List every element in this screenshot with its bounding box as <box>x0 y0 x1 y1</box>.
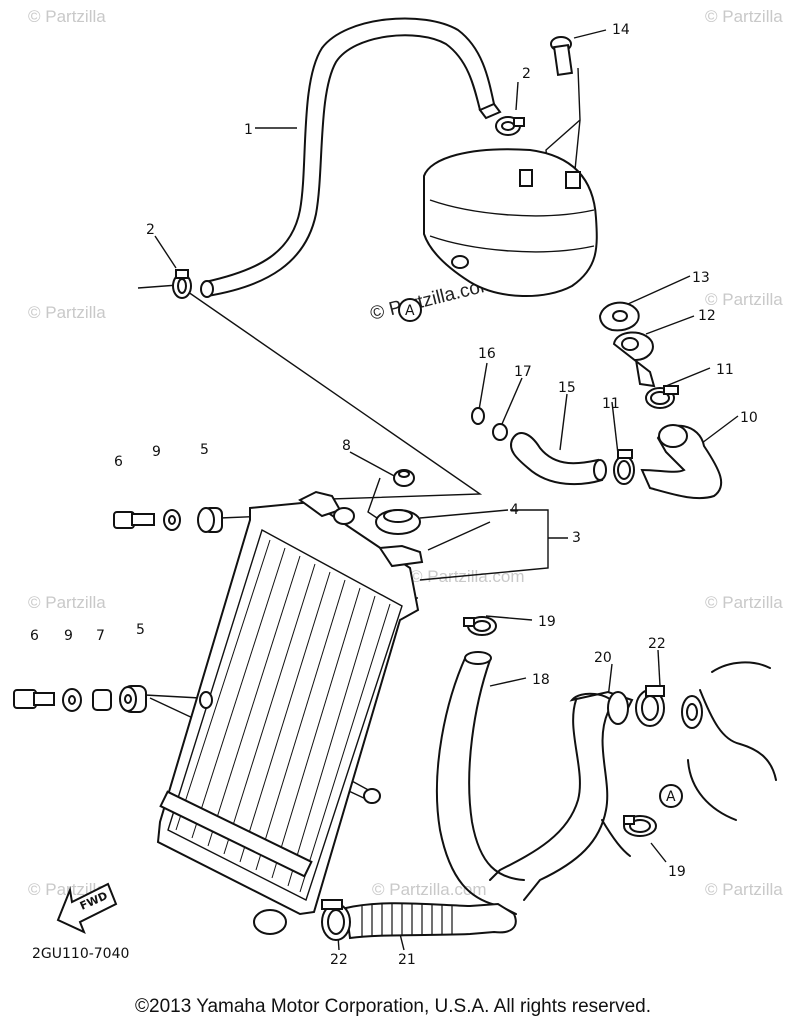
callout-11: 11 <box>716 362 734 378</box>
gasket <box>598 301 640 332</box>
collar <box>393 469 415 487</box>
watermark: © Partzilla <box>28 7 106 26</box>
callout-18: 18 <box>532 672 550 688</box>
callout-9: 9 <box>152 444 161 460</box>
callout-11: 11 <box>602 396 620 412</box>
svg-text:A: A <box>666 789 676 805</box>
diagram-code: 2GU110-7040 <box>32 946 129 962</box>
copyright-notice: ©2013 Yamaha Motor Corporation, U.S.A. A… <box>135 996 651 1017</box>
hose-clamp <box>623 815 657 837</box>
radiator-cap <box>375 509 421 535</box>
callout-13: 13 <box>692 270 710 286</box>
bolt <box>13 689 55 709</box>
reservoir-tank <box>423 148 598 298</box>
forward-direction-arrow: FWD <box>56 882 118 934</box>
pipe-union <box>612 331 656 388</box>
watermark: © Partzilla <box>705 880 783 899</box>
callout-4: 4 <box>510 502 519 518</box>
callout-22: 22 <box>330 952 348 968</box>
hose-clamp <box>495 116 525 136</box>
watermark-layer: © Partzilla © Partzilla © Partzilla © Pa… <box>28 7 783 899</box>
washer <box>62 688 82 712</box>
callout-5: 5 <box>200 442 209 458</box>
washer <box>163 509 181 531</box>
breather-hose <box>200 17 502 298</box>
hose-clamp <box>645 385 679 409</box>
callout-2: 2 <box>146 222 155 238</box>
watermark: © Partzilla.com <box>410 567 525 586</box>
watermark: © Partzilla <box>705 7 783 26</box>
callout-19: 19 <box>668 864 686 880</box>
callout-5: 5 <box>136 622 145 638</box>
callout-15: 15 <box>558 380 576 396</box>
radiator <box>156 490 424 935</box>
engine-outlet <box>681 661 777 821</box>
callout-1: 1 <box>244 122 253 138</box>
radiator-hose <box>489 690 634 901</box>
watermark: © Partzilla <box>28 303 106 322</box>
callout-7: 7 <box>96 628 105 644</box>
callout-19: 19 <box>538 614 556 630</box>
watermark: © Partzilla.com <box>372 880 487 899</box>
watermark: © Partzilla <box>705 593 783 612</box>
callout-6: 6 <box>30 628 39 644</box>
bolt <box>550 36 574 76</box>
callout-17: 17 <box>514 364 532 380</box>
corrugated-hose <box>344 902 517 940</box>
reference-marker: A <box>659 784 683 808</box>
reference-marker: A <box>398 298 422 322</box>
o-ring <box>492 423 508 441</box>
o-ring <box>471 407 485 425</box>
svg-text:A: A <box>405 303 415 319</box>
callout-6: 6 <box>114 454 123 470</box>
callout-3: 3 <box>572 530 581 546</box>
callout-21: 21 <box>398 952 416 968</box>
grommet <box>119 685 147 713</box>
callout-16: 16 <box>478 346 496 362</box>
hose-clamp <box>635 685 665 727</box>
callout-labels: 1 2 2 14 13 12 11 11 10 16 17 15 8 6 9 5… <box>30 22 758 968</box>
hose-clamp <box>613 449 635 485</box>
callout-22: 22 <box>648 636 666 652</box>
hose-clamp <box>463 616 497 636</box>
watermark: © Partzilla <box>28 593 106 612</box>
radiator-core-fins <box>175 539 391 893</box>
grommet <box>197 507 223 533</box>
callout-9: 9 <box>64 628 73 644</box>
callout-8: 8 <box>342 438 351 454</box>
callout-12: 12 <box>698 308 716 324</box>
hose-clamp <box>321 899 351 941</box>
collar <box>92 689 112 711</box>
radiator-hose <box>640 424 723 500</box>
callout-20: 20 <box>594 650 612 666</box>
callout-10: 10 <box>740 410 758 426</box>
coolant-pipe <box>510 432 607 486</box>
hose-clamp <box>172 269 192 299</box>
watermark: © Partzilla <box>705 290 783 309</box>
callout-14: 14 <box>612 22 630 38</box>
radiator-hose <box>435 651 525 915</box>
callout-2: 2 <box>522 66 531 82</box>
bolt <box>113 511 155 529</box>
